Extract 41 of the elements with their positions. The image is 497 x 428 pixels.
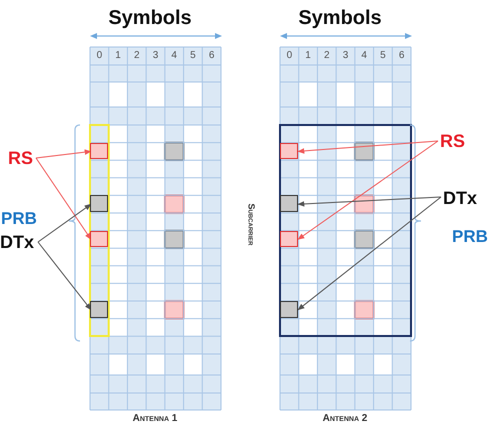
column-number: 1: [115, 51, 121, 61]
leader-line: [38, 242, 92, 310]
reference-signal-cell: [280, 230, 298, 248]
brace-label: PRB: [452, 228, 488, 245]
column-number: 2: [134, 51, 140, 61]
leader-line: [36, 149, 92, 158]
column-number: 6: [208, 51, 214, 61]
reference-signal-cell: [90, 142, 108, 160]
column-number: 3: [342, 51, 348, 61]
column-number: 6: [398, 51, 404, 61]
brace-label: PRB: [1, 210, 37, 227]
reference-signal-cell: [90, 230, 108, 248]
dtx-cell: [90, 301, 108, 318]
column-number: 0: [96, 51, 102, 61]
axis-title: Symbols: [298, 8, 382, 28]
dtx-cell: [90, 195, 108, 212]
axis-title: Symbols: [108, 8, 192, 28]
leader-line: [297, 196, 442, 310]
column-number: 0: [286, 51, 292, 61]
column-number: 5: [380, 51, 386, 61]
caption: Antenna 2: [322, 414, 368, 424]
column-number: 5: [190, 51, 196, 61]
leader-line: [297, 140, 438, 154]
callout-label: DTx: [0, 233, 34, 251]
dtx-cell: [280, 301, 298, 318]
callout-label: RS: [440, 132, 466, 150]
column-number: 2: [324, 51, 330, 61]
leader-line: [297, 140, 438, 240]
leader-line: [38, 204, 92, 242]
leader-line: [297, 196, 442, 207]
column-number: 4: [171, 51, 177, 61]
leader-line: [36, 158, 92, 240]
column-number: 4: [361, 51, 367, 61]
column-number: 3: [152, 51, 158, 61]
column-number: 1: [305, 51, 311, 61]
callout-label: RS: [8, 149, 34, 167]
caption: Antenna 1: [132, 414, 178, 424]
callout-label: DTx: [443, 189, 478, 207]
dtx-cell: [280, 195, 298, 212]
reference-signal-cell: [280, 142, 298, 160]
axis-title: Subcarrier: [246, 202, 256, 248]
